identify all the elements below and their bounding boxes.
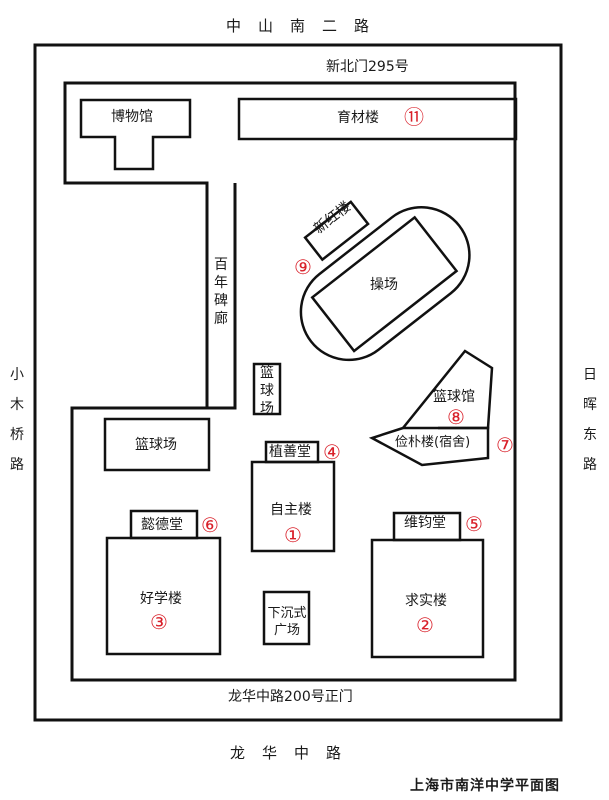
weijun-label[interactable]: 维钧堂 [404,515,446,531]
road-south: 龙华中路 [230,744,359,762]
zizhu-label[interactable]: 自主楼 [270,502,312,518]
xinhong-number: ⑨ [294,255,312,279]
zizhu-outline [250,460,336,553]
weijun-number: ⑤ [465,512,483,536]
map-title: 上海市南洋中学平面图 [410,778,560,794]
yide-label[interactable]: 懿德堂 [141,517,183,533]
road-north: 中山南二路 [226,17,387,35]
zhishan-number: ④ [323,440,341,464]
yucai-label[interactable]: 育材楼 [337,110,379,126]
track-outline [299,206,471,362]
stele-corridor-label[interactable]: 百年碑廊 [214,257,228,327]
basketball-court-outline [103,417,211,472]
yucai-outline [237,97,518,141]
playground-label[interactable]: 操场 [370,277,398,293]
haoxue-outline [105,536,222,656]
main-gate-label: 龙华中路200号正门 [228,689,353,705]
stele-corridor-outline [207,183,237,410]
basketball-court-label[interactable]: 篮球场 [135,437,177,453]
qiushi-label[interactable]: 求实楼 [405,593,447,609]
sunken-plaza-outline [262,590,311,646]
inner-boundary [63,81,517,682]
gymnasium-label[interactable]: 篮球馆 [433,389,475,405]
haoxue-label[interactable]: 好学楼 [140,591,182,607]
qiushi-outline [370,538,485,659]
sunken-plaza-label[interactable]: 下沉式广场 [267,606,307,638]
qiushi-number: ② [416,613,434,637]
north-gate-label: 新北门295号 [326,59,409,75]
museum-label[interactable]: 博物馆 [111,109,153,125]
haoxue-number: ③ [150,610,168,634]
gymnasium-number: ⑧ [447,405,465,429]
yucai-number: ⑪ [404,105,424,129]
outer-boundary [33,43,563,722]
field-outline [310,215,459,353]
road-east: 日晖东路 [583,367,597,473]
zizhu-number: ① [284,523,302,547]
xinhong-outline [303,200,370,262]
small-court-label[interactable]: 篮球场 [260,365,274,417]
yide-number: ⑥ [201,513,219,537]
dormitory-number: ⑦ [496,433,514,457]
zhishan-label[interactable]: 植善堂 [269,444,311,460]
museum-outline [79,98,192,171]
dormitory-outline [368,426,490,467]
small-court-outline [252,362,282,416]
dormitory-label[interactable]: 俭朴楼(宿舍) [395,435,471,450]
road-west: 小木桥路 [10,367,24,473]
